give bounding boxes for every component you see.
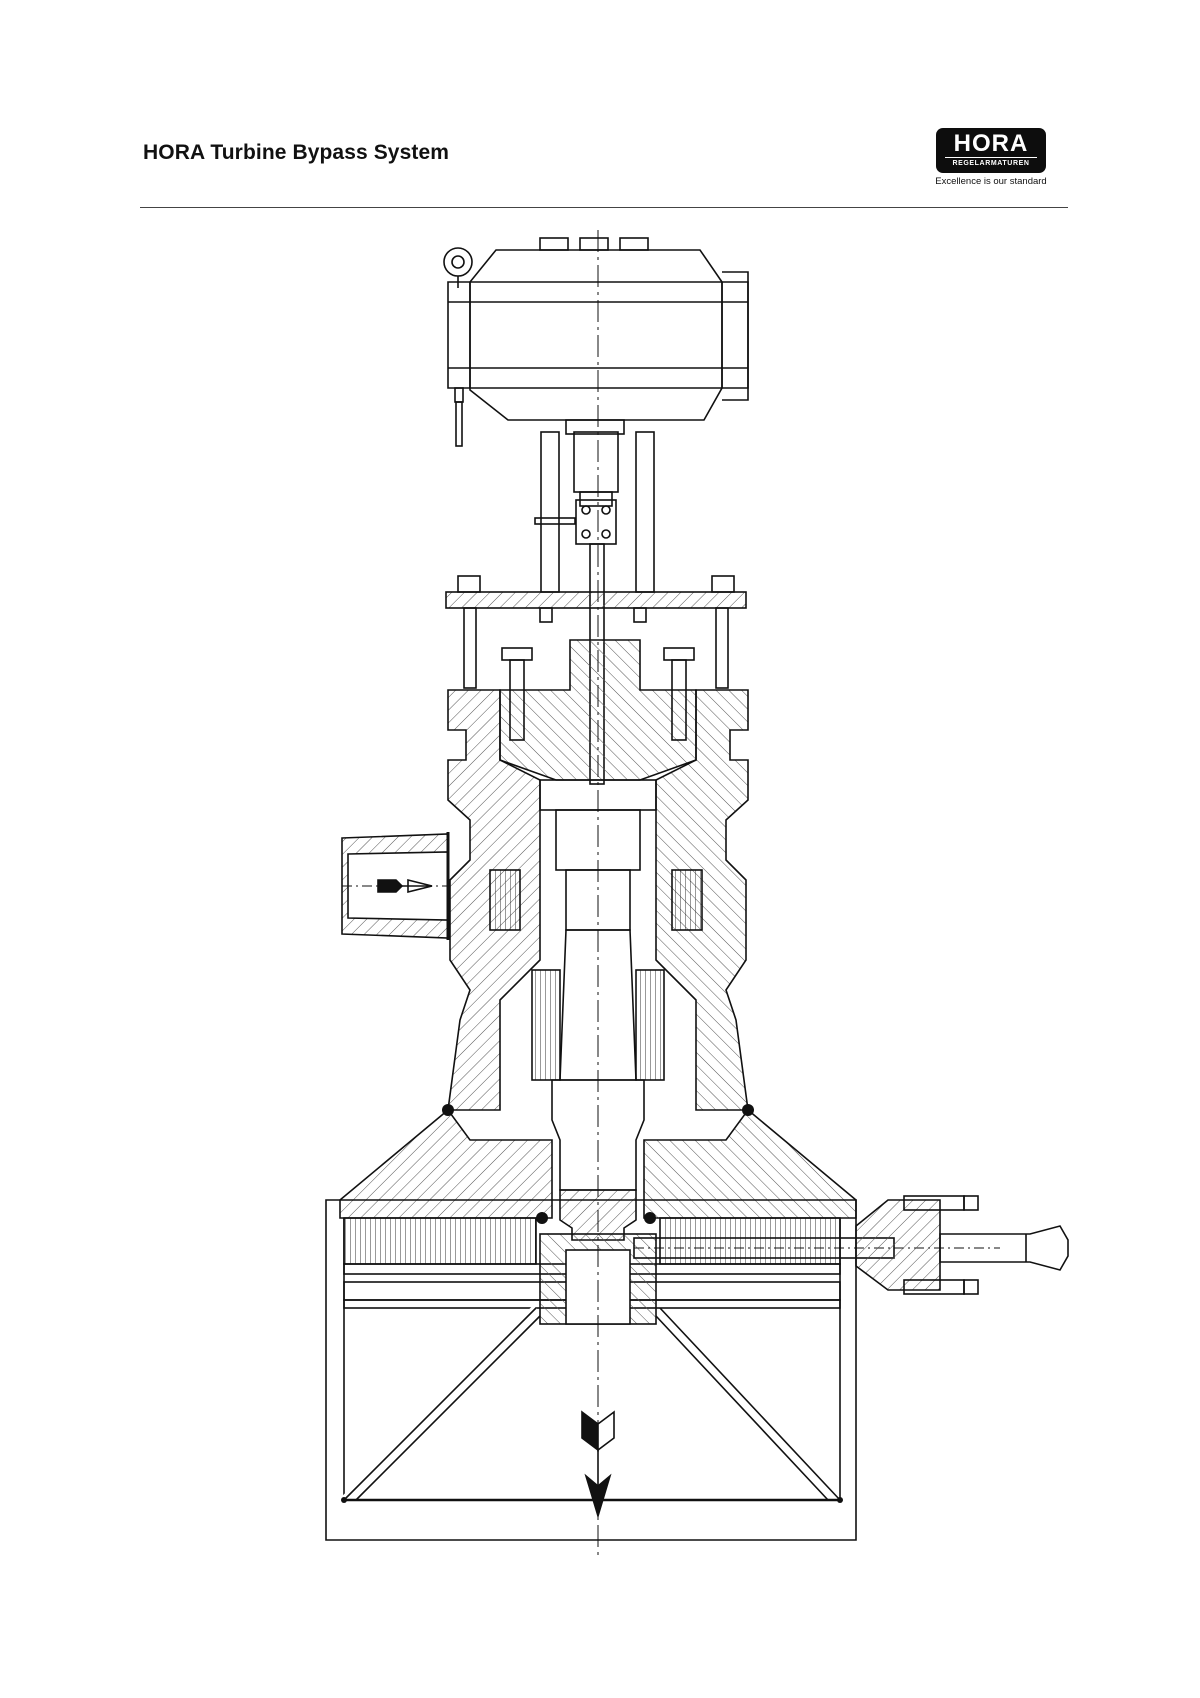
- injection-lance: [633, 1195, 1069, 1295]
- valve-trim: [489, 869, 703, 1241]
- top-plate: [445, 575, 747, 689]
- logo-tagline: Excellence is our standard: [935, 176, 1047, 187]
- valve-cross-section-drawing: [325, 230, 1069, 1560]
- header-divider: [140, 207, 1068, 208]
- weld-marks: [341, 1104, 843, 1503]
- logo-subtitle: REGELARMATUREN: [952, 160, 1030, 167]
- logo-badge: HORA REGELARMATUREN: [936, 128, 1046, 173]
- logo-divider: [945, 157, 1037, 158]
- outlet-flow-arrow: [581, 1410, 615, 1519]
- inlet-flow-arrow: [377, 878, 433, 894]
- logo-name: HORA: [953, 130, 1029, 157]
- actuator: [443, 237, 749, 447]
- yoke-columns: [534, 431, 655, 785]
- hora-logo: HORA REGELARMATUREN Excellence is our st…: [930, 128, 1052, 188]
- page-title: HORA Turbine Bypass System: [143, 141, 450, 164]
